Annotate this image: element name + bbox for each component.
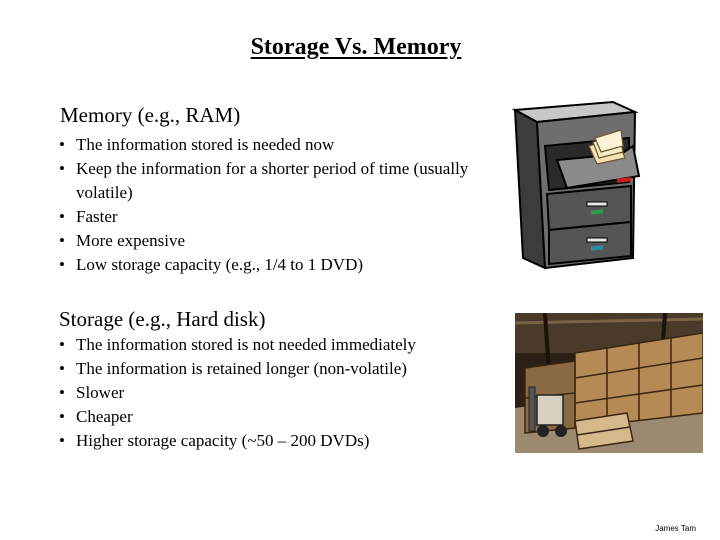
storage-heading: Storage (e.g., Hard disk) xyxy=(59,307,266,331)
storage-bullet-list: The information stored is not needed imm… xyxy=(59,333,499,453)
memory-bullet: More expensive xyxy=(59,229,489,253)
memory-bullet-list: The information stored is needed now Kee… xyxy=(59,133,489,277)
author-footer: James Tam xyxy=(655,524,696,533)
storage-bullet: The information stored is not needed imm… xyxy=(59,333,499,357)
memory-bullet: Keep the information for a shorter perio… xyxy=(59,157,489,205)
storage-bullet: Higher storage capacity (~50 – 200 DVDs) xyxy=(59,429,499,453)
storage-bullet: The information is retained longer (non-… xyxy=(59,357,499,381)
filing-cabinet-icon xyxy=(511,100,641,270)
memory-bullet: Faster xyxy=(59,205,489,229)
memory-bullet: Low storage capacity (e.g., 1/4 to 1 DVD… xyxy=(59,253,489,277)
storage-bullet: Cheaper xyxy=(59,405,499,429)
storage-bullet: Slower xyxy=(59,381,499,405)
slide-title: Storage Vs. Memory xyxy=(250,34,462,60)
warehouse-forklift-icon xyxy=(515,313,703,453)
memory-heading: Memory (e.g., RAM) xyxy=(60,103,241,127)
memory-bullet: The information stored is needed now xyxy=(59,133,489,157)
